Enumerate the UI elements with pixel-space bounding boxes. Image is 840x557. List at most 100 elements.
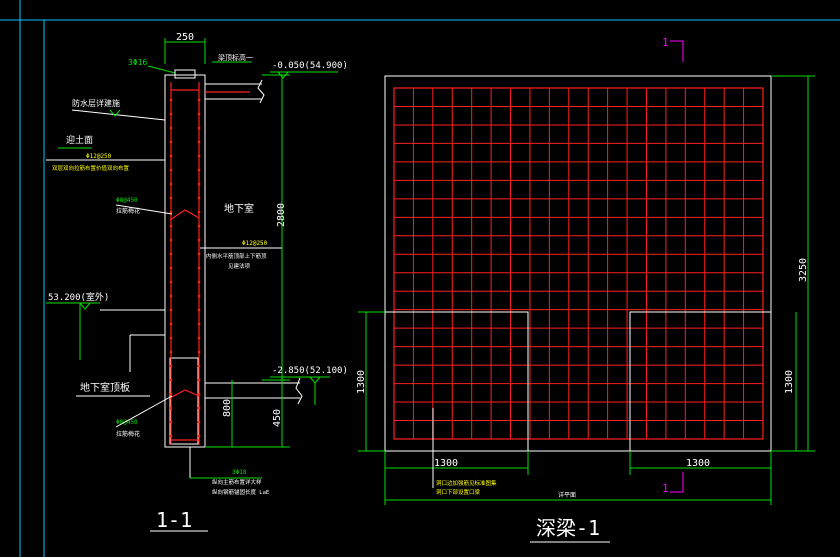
note-bottom-bar: 3Φ18: [232, 469, 247, 476]
rebar-dot: [169, 98, 173, 102]
rebar-dot: [169, 294, 173, 298]
opening-left-height: 1300: [356, 370, 367, 394]
rebar-dot: [169, 168, 173, 172]
rebar-dot: [197, 322, 201, 326]
lower-slab-break: [295, 377, 303, 405]
opening-left-width: 1300: [434, 458, 458, 469]
top-bars-label: 3Φ16: [128, 58, 147, 67]
rebar-dot: [197, 140, 201, 144]
rebar-dot: [169, 238, 173, 242]
rebar-dot: [197, 364, 201, 368]
opening-note-1: 洞口边加强筋见标准图集: [436, 479, 497, 487]
rebar-dot: [169, 126, 173, 130]
rebar-dot: [169, 280, 173, 284]
width-dim-label: 250: [176, 32, 194, 43]
top-right-note: 梁顶标高一: [218, 53, 253, 62]
note-basement: 地下室: [224, 202, 254, 215]
rebar-dot: [197, 210, 201, 214]
opening-left: [385, 311, 529, 451]
note-bottom-1: 纵向主筋布置详大样: [212, 478, 262, 486]
section-mark-top: 1: [662, 36, 669, 49]
rebar-dot: [197, 98, 201, 102]
elev-left-label: 53.200(室外): [48, 291, 109, 303]
rebar-dot: [169, 112, 173, 116]
rebar-dot: [169, 140, 173, 144]
rebar-dot: [197, 266, 201, 270]
elev-bottom-marker: [309, 376, 321, 384]
note-waterproof: 防水层详建施: [72, 98, 120, 108]
rebar-dot: [169, 182, 173, 186]
roof-slab-break: [257, 79, 265, 104]
note-tie-lower-sub: 拉筋梅花: [116, 430, 140, 438]
top-bars-leader: [147, 65, 176, 74]
section-1-1: 250 3Φ16 梁顶标高一 2800: [46, 32, 348, 532]
note-tie-lower: Φ8@450: [116, 419, 138, 426]
wall-outline: [164, 74, 206, 448]
opening-note-2: 洞口下部设置口梁: [436, 488, 481, 496]
bottom-stirrup: [169, 357, 199, 445]
rebar-dot: [197, 252, 201, 256]
rebar-dot: [197, 168, 201, 172]
rebar-dot: [169, 322, 173, 326]
rebar-dot: [169, 224, 173, 228]
rebar-dot: [197, 350, 201, 354]
section-mark-bottom: 1: [662, 482, 669, 495]
rebar-dot: [197, 336, 201, 340]
note-bar-spec: Φ12@250: [86, 153, 112, 160]
bottom-note: 详平面: [558, 491, 576, 499]
note-right-bar-sub2: 见建法项: [228, 262, 251, 270]
rebar-dot: [197, 196, 201, 200]
section-mark-bottom-line: [670, 472, 684, 493]
rebar-dot: [197, 182, 201, 186]
rebar-dot: [197, 224, 201, 228]
rebar-dot: [197, 434, 201, 438]
rebar-dot: [169, 392, 173, 396]
rebar-dot: [169, 308, 173, 312]
rebar-dots: [169, 98, 201, 438]
note-right-bar: Φ12@250: [242, 240, 268, 247]
rebar-dot: [169, 210, 173, 214]
note-tie-upper-sub: 拉筋梅花: [116, 207, 140, 215]
rebar-dot: [169, 266, 173, 270]
elevation-title: 深梁-1: [536, 516, 600, 540]
note-waterproof-marker: [109, 109, 121, 117]
elev-left-marker: [79, 302, 91, 310]
height-dim-label: 2800: [276, 203, 287, 227]
note-ground: 地下室顶板: [80, 381, 130, 394]
note-tie-upper-leader: [115, 204, 173, 215]
rebar-dot: [169, 196, 173, 200]
beam-outline: [384, 75, 772, 452]
opening-right-height: 1300: [784, 370, 795, 394]
note-waterproof-leader: [71, 109, 166, 121]
rebar-dot: [169, 420, 173, 424]
tie-lower: [169, 389, 200, 399]
rebar-mesh: [394, 88, 763, 439]
rebar-dot: [197, 420, 201, 424]
rebar-dot: [169, 406, 173, 410]
rebar-dot: [197, 378, 201, 382]
opening-right: [629, 311, 771, 451]
rebar-dot: [197, 406, 201, 410]
lower-dim-b-label: 450: [272, 409, 283, 427]
rebar-dot: [197, 294, 201, 298]
elev-top-marker: [277, 71, 289, 79]
deep-beam-elevation: 1 1 3250 1300 1300 1300 1300 详平面 洞口边加强筋见…: [356, 36, 815, 543]
note-side-detail: 双层双向拉筋布置价值双向布置: [52, 164, 130, 172]
note-tie-lower-leader: [115, 395, 173, 428]
rebar-dot: [169, 336, 173, 340]
section-title: 1-1: [156, 508, 192, 532]
rebar-dot: [169, 154, 173, 158]
rebar-dot: [197, 280, 201, 284]
note-bottom-2: 纵向钢筋锚固长度 LaE: [212, 488, 269, 496]
note-right-bar-sub1: 内侧水平筋顶部上下筋顶: [206, 252, 267, 260]
rebar-dot: [197, 112, 201, 116]
lower-dim-a-label: 800: [222, 399, 233, 417]
elev-top-label: -0.050(54.900): [272, 61, 348, 71]
beam-height-label: 3250: [798, 258, 809, 282]
rebar-dot: [169, 378, 173, 382]
top-bar-chair: [174, 69, 196, 79]
rebar-dot: [197, 308, 201, 312]
rebar-dot: [169, 364, 173, 368]
